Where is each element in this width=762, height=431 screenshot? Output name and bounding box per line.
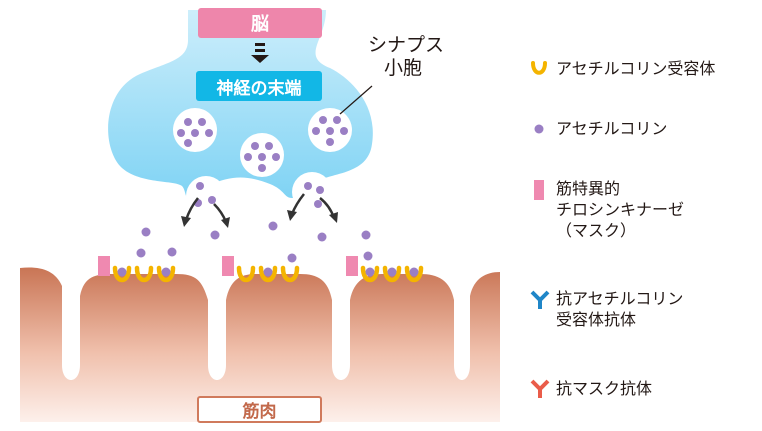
legend-text: アセチルコリン [556,119,668,138]
neuromuscular-junction-diagram: 脳 神経の末端 筋肉 シナプス 小胞 [20,8,500,423]
musk-marker-icon [534,180,544,200]
release-arrowheads [181,210,338,228]
vesicle-leader-line [339,85,373,115]
synaptic-vesicle-label: シナプス 小胞 [368,34,478,80]
release-bulge-right [292,172,332,212]
released-acetylcholine [117,221,419,277]
muscle-surface [20,267,500,422]
brain-to-terminal-arrow [251,43,269,63]
ach-receptor-icon [531,61,547,75]
vesicle-acetylcholine [177,116,348,208]
synaptic-vesicle-label-line: 小胞 [384,57,423,79]
legend-text: 抗アセチルコリン 受容体抗体 [556,289,684,329]
legend-text: 筋特異的 チロシンキナーゼ （マスク） [556,179,685,240]
nerve-terminal [108,10,373,200]
anti-achr-antibody-icon [530,290,550,309]
diagram-graphics [20,10,500,422]
legend-text: アセチルコリン受容体 [556,59,716,78]
brain-label: 脳 [198,8,322,38]
ach-receptors [112,265,424,283]
nerve-terminal-label: 神経の末端 [196,71,322,101]
legend-text: 抗マスク抗体 [556,379,653,398]
synaptic-vesicle-label-line: シナプス [368,34,445,56]
musk-markers [98,256,358,276]
anti-musk-antibody-icon [530,379,550,398]
acetylcholine-dot-icon [534,124,544,134]
legend: アセチルコリン受容体 アセチルコリン 筋特異的 チロシンキナーゼ （マスク） 抗… [526,0,762,427]
muscle-label: 筋肉 [197,396,322,423]
